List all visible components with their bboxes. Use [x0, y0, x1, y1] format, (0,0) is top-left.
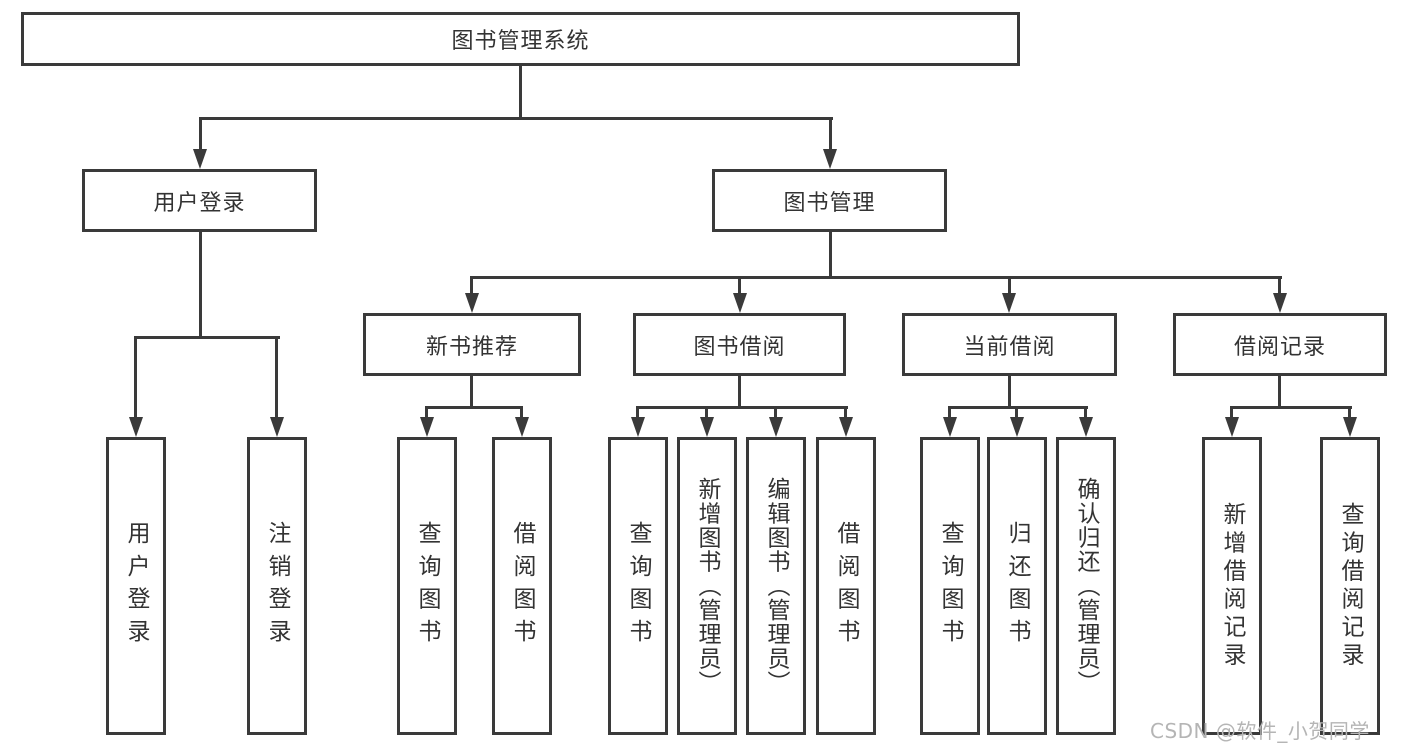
arrow-down-icon: [1273, 293, 1287, 313]
leaf-label: 借阅图书: [509, 520, 535, 652]
leaf-add-borrow-record: 新增借阅记录: [1202, 437, 1262, 735]
node-book-borrowing: 图书借阅: [633, 313, 846, 376]
leaf-label: 借阅图书: [833, 520, 859, 652]
connector-stem: [774, 406, 777, 417]
connector-bar: [948, 406, 1088, 409]
leaf-borrow-books-recommend: 借阅图书: [492, 437, 552, 735]
leaf-label: 用户登录: [123, 520, 149, 652]
arrow-down-icon: [1225, 417, 1239, 437]
connector-bar: [1230, 406, 1352, 409]
connector-stem: [1008, 276, 1011, 294]
arrow-down-icon: [1002, 293, 1016, 313]
node-label: 图书管理: [783, 190, 876, 216]
node-new-book-recommendation: 新书推荐: [363, 313, 581, 376]
connector-bookmgmt-stem: [829, 117, 832, 150]
leaf-logout: 注销登录: [247, 437, 307, 735]
leaf-query-books-current: 查询图书: [920, 437, 980, 735]
node-library-management-system: 图书管理系统: [21, 12, 1020, 66]
leaf-label: 编辑图书（管理员）: [763, 477, 789, 695]
node-label: 新书推荐: [425, 334, 518, 360]
watermark-text: CSDN @软件_小贺同学: [1150, 719, 1370, 743]
connector-stem: [1348, 406, 1351, 417]
node-current-borrowing: 当前借阅: [902, 313, 1117, 376]
arrow-down-icon: [1079, 417, 1093, 437]
connector-stub: [738, 376, 741, 409]
connector-stem: [738, 276, 741, 294]
leaf-label: 新增图书（管理员）: [694, 477, 720, 695]
arrow-down-icon: [823, 149, 837, 169]
connector-stem: [1015, 406, 1018, 417]
connector-stem: [1278, 276, 1281, 294]
leaf-confirm-return-admin: 确认归还（管理员）: [1056, 437, 1116, 735]
arrow-down-icon: [270, 417, 284, 437]
arrow-down-icon: [1343, 417, 1357, 437]
leaf-query-borrow-record: 查询借阅记录: [1320, 437, 1380, 735]
connector-stem: [275, 336, 278, 417]
connector-stem: [1084, 406, 1087, 417]
leaf-return-books: 归还图书: [987, 437, 1047, 735]
leaf-query-books-borrowing: 查询图书: [608, 437, 668, 735]
connector-stem: [948, 406, 951, 417]
connector-root-bar: [199, 117, 833, 120]
connector-stem: [844, 406, 847, 417]
connector-stub: [470, 376, 473, 409]
arrow-down-icon: [465, 293, 479, 313]
connector-stem: [425, 406, 428, 417]
connector-stub: [1278, 376, 1281, 409]
leaf-borrow-books-borrowing: 借阅图书: [816, 437, 876, 735]
arrow-down-icon: [839, 417, 853, 437]
connector-level2-bar: [470, 276, 1282, 279]
arrow-down-icon: [631, 417, 645, 437]
arrow-down-icon: [769, 417, 783, 437]
connector-root-stub: [519, 66, 522, 120]
connector-stem: [134, 336, 137, 417]
node-label: 用户登录: [153, 190, 246, 216]
arrow-down-icon: [420, 417, 434, 437]
connector-stem: [636, 406, 639, 417]
leaf-label: 归还图书: [1004, 520, 1030, 652]
leaf-add-book-admin: 新增图书（管理员）: [677, 437, 737, 735]
node-label: 借阅记录: [1233, 334, 1326, 360]
leaf-query-books-recommend: 查询图书: [397, 437, 457, 735]
node-book-management: 图书管理: [712, 169, 947, 232]
connector-userlogin-stem: [199, 117, 202, 150]
node-user-login: 用户登录: [82, 169, 317, 232]
node-label: 图书管理系统: [451, 29, 590, 54]
arrow-down-icon: [515, 417, 529, 437]
connector-bar: [636, 406, 848, 409]
connector-stub: [1008, 376, 1011, 409]
arrow-down-icon: [700, 417, 714, 437]
leaf-edit-book-admin: 编辑图书（管理员）: [746, 437, 806, 735]
connector-userlogin-bar: [134, 336, 280, 339]
leaf-label: 查询借阅记录: [1337, 501, 1363, 671]
connector-stem: [1230, 406, 1233, 417]
arrow-down-icon: [943, 417, 957, 437]
arrow-down-icon: [129, 417, 143, 437]
connector-stem: [470, 276, 473, 294]
connector-stem: [705, 406, 708, 417]
arrow-down-icon: [733, 293, 747, 313]
connector-bookmgmt-stub: [829, 232, 832, 279]
leaf-label: 查询图书: [625, 520, 651, 652]
leaf-label: 新增借阅记录: [1219, 501, 1245, 671]
node-borrowing-records: 借阅记录: [1173, 313, 1387, 376]
connector-userlogin-stub: [199, 232, 202, 339]
leaf-label: 查询图书: [937, 520, 963, 652]
arrow-down-icon: [193, 149, 207, 169]
leaf-label: 确认归还（管理员）: [1073, 477, 1099, 695]
leaf-label: 注销登录: [264, 520, 290, 652]
arrow-down-icon: [1010, 417, 1024, 437]
connector-stem: [520, 406, 523, 417]
leaf-label: 查询图书: [414, 520, 440, 652]
node-label: 当前借阅: [963, 334, 1056, 360]
connector-bar: [425, 406, 523, 409]
node-label: 图书借阅: [693, 334, 786, 360]
leaf-user-login: 用户登录: [106, 437, 166, 735]
